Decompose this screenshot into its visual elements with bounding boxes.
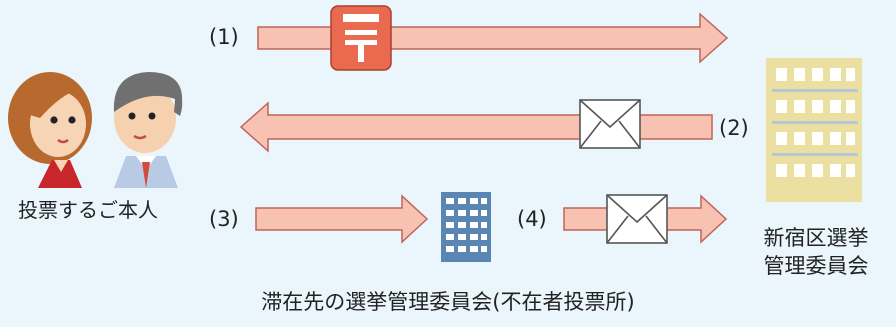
absentee-office-building-icon <box>441 192 491 262</box>
step-1-number: (1) <box>209 25 239 49</box>
step-4-number: (4) <box>517 207 547 231</box>
voters-illustration <box>8 72 183 188</box>
envelope-icon <box>579 99 641 149</box>
envelope-icon <box>606 194 668 244</box>
step-3-number: (3) <box>209 207 239 231</box>
arrow-step-3 <box>255 194 429 244</box>
home-election-commission-label-line-1: 新宿区選挙 <box>763 226 869 250</box>
arrow-step-2 <box>239 101 713 153</box>
home-election-commission-label: 新宿区選挙 管理委員会 <box>752 224 880 280</box>
election-commission-building-icon <box>766 58 862 202</box>
absentee-office-label: 滞在先の選挙管理委員会(不在者投票所) <box>261 290 635 314</box>
step-2-number: (2) <box>719 116 749 140</box>
post-office-icon <box>330 5 392 71</box>
arrow-step-1 <box>257 12 729 64</box>
home-election-commission-label-line-2: 管理委員会 <box>763 254 869 278</box>
woman-person-icon <box>8 72 92 188</box>
man-person-icon <box>113 72 183 188</box>
voter-label: 投票するご本人 <box>18 198 158 222</box>
